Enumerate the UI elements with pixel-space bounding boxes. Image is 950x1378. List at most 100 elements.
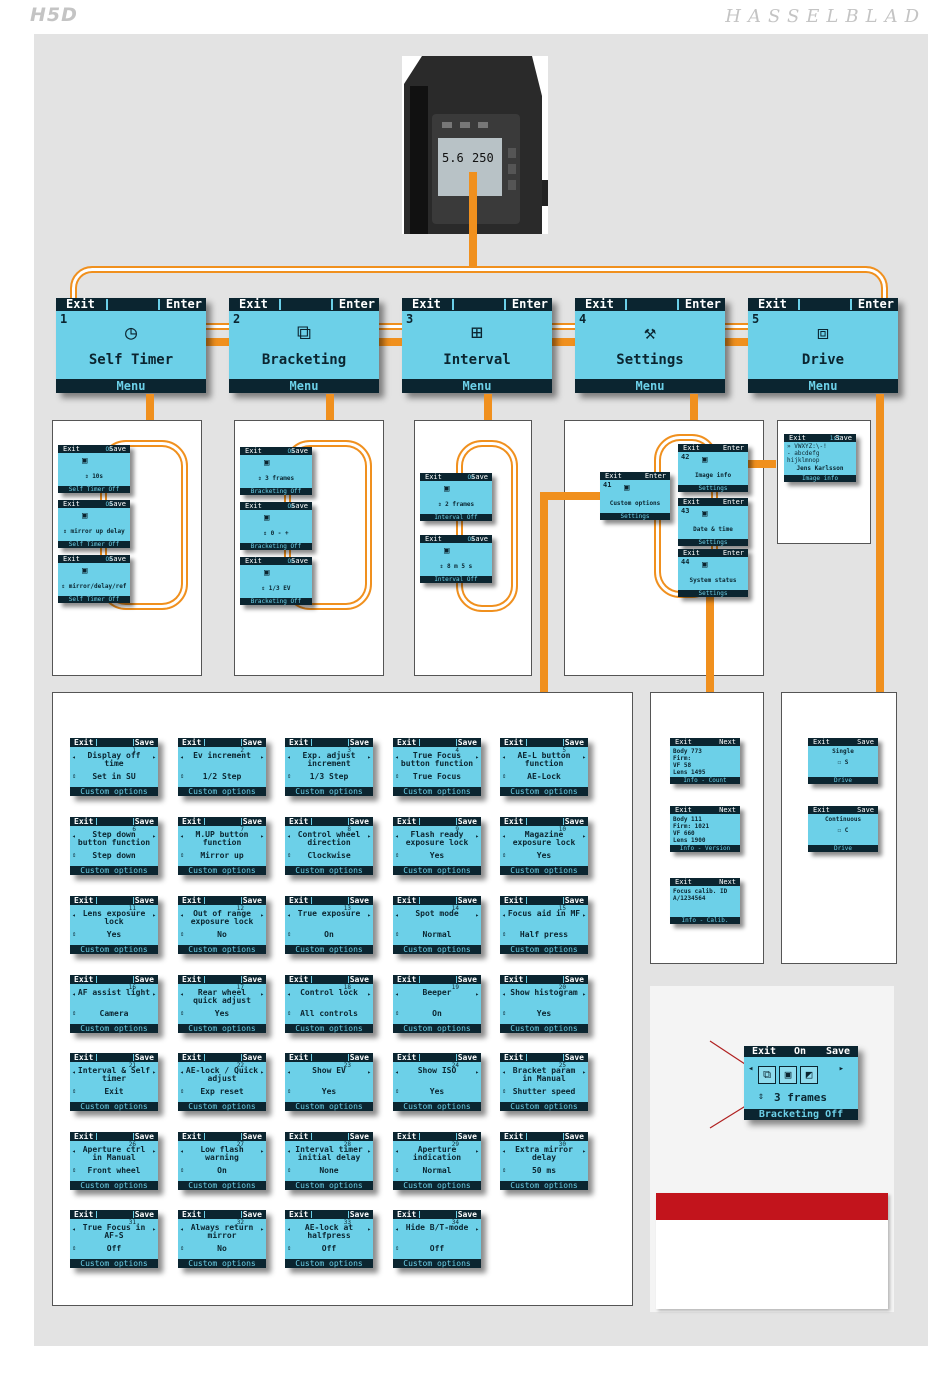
option-exit-button[interactable]: Exit [397, 738, 417, 747]
option-save-button[interactable]: Save [564, 738, 584, 747]
option-exit-button[interactable]: Exit [182, 1132, 202, 1141]
lcd-mid[interactable] [699, 879, 740, 886]
lcd-save[interactable]: Enter [722, 444, 744, 452]
option-save-button[interactable]: Save [242, 1132, 262, 1141]
option-exit-button[interactable]: Exit [289, 1132, 309, 1141]
option-exit-button[interactable]: Exit [182, 817, 202, 826]
lcd-mid[interactable] [699, 739, 740, 746]
option-save-button[interactable]: Save [134, 896, 154, 905]
option-exit-button[interactable]: Exit [504, 738, 524, 747]
option-save-button[interactable]: Save [349, 1210, 369, 1219]
lcd-next[interactable]: Next [719, 878, 736, 886]
lcd-save[interactable]: Save [471, 535, 488, 543]
option-exit-button[interactable]: Exit [504, 1053, 524, 1062]
lcd-mid[interactable]: On [88, 446, 130, 453]
option-save-button[interactable]: Save [134, 738, 154, 747]
option-save-button[interactable]: Save [134, 1053, 154, 1062]
menu-enter-button[interactable]: Enter [165, 297, 202, 311]
menu-enter-button[interactable]: Enter [684, 297, 721, 311]
lcd-mid[interactable] [837, 739, 878, 746]
lcd-mid[interactable]: On [270, 448, 312, 455]
option-exit-button[interactable]: Exit [74, 1132, 94, 1141]
option-save-button[interactable]: Save [457, 738, 477, 747]
lcd-save[interactable]: Save [835, 434, 852, 442]
lcd-save[interactable]: Save [291, 557, 308, 565]
lcd-save[interactable]: Save [471, 473, 488, 481]
option-exit-button[interactable]: Exit [74, 738, 94, 747]
lcd-exit[interactable]: Exit [813, 738, 830, 746]
option-exit-button[interactable]: Exit [397, 817, 417, 826]
option-exit-button[interactable]: Exit [289, 1053, 309, 1062]
lcd-next[interactable]: Save [857, 806, 874, 814]
option-save-button[interactable]: Save [457, 1132, 477, 1141]
menu-enter-button[interactable]: Enter [511, 297, 548, 311]
lcd-exit[interactable]: Exit [683, 549, 700, 557]
option-exit-button[interactable]: Exit [182, 1053, 202, 1062]
option-exit-button[interactable]: Exit [397, 896, 417, 905]
option-exit-button[interactable]: Exit [397, 975, 417, 984]
option-save-button[interactable]: Save [564, 1132, 584, 1141]
option-save-button[interactable]: Save [242, 975, 262, 984]
option-save-button[interactable]: Save [134, 975, 154, 984]
lcd-exit[interactable]: Exit [683, 498, 700, 506]
lcd-exit[interactable]: Exit [425, 535, 442, 543]
option-exit-button[interactable]: Exit [182, 975, 202, 984]
lcd-mid[interactable]: On [450, 474, 492, 481]
menu-exit-button[interactable]: Exit [66, 297, 95, 311]
menu-exit-button[interactable]: Exit [412, 297, 441, 311]
lcd-exit[interactable]: Exit [675, 878, 692, 886]
menu-exit-button[interactable]: Exit [585, 297, 614, 311]
detail-exit[interactable]: Exit [752, 1046, 777, 1057]
option-save-button[interactable]: Save [242, 817, 262, 826]
lcd-save[interactable]: Save [109, 555, 126, 563]
lcd-mid[interactable]: On [88, 556, 130, 563]
lcd-mid[interactable] [629, 473, 670, 480]
lcd-save[interactable]: Save [109, 445, 126, 453]
option-save-button[interactable]: Save [564, 1053, 584, 1062]
option-save-button[interactable]: Save [134, 1132, 154, 1141]
option-exit-button[interactable]: Exit [504, 1132, 524, 1141]
option-exit-button[interactable]: Exit [182, 738, 202, 747]
option-exit-button[interactable]: Exit [182, 1210, 202, 1219]
option-exit-button[interactable]: Exit [74, 975, 94, 984]
lcd-exit[interactable]: Exit [605, 472, 622, 480]
option-save-button[interactable]: Save [349, 975, 369, 984]
option-save-button[interactable]: Save [134, 817, 154, 826]
option-exit-button[interactable]: Exit [289, 975, 309, 984]
option-save-button[interactable]: Save [349, 896, 369, 905]
lcd-mid[interactable] [707, 499, 748, 506]
option-exit-button[interactable]: Exit [397, 1053, 417, 1062]
option-exit-button[interactable]: Exit [504, 975, 524, 984]
lcd-mid[interactable] [699, 807, 740, 814]
lcd-exit[interactable]: Exit [425, 473, 442, 481]
option-exit-button[interactable]: Exit [397, 1132, 417, 1141]
lcd-mid[interactable]: On [450, 536, 492, 543]
option-exit-button[interactable]: Exit [289, 817, 309, 826]
option-exit-button[interactable]: Exit [397, 1210, 417, 1219]
lcd-save[interactable]: Enter [644, 472, 666, 480]
